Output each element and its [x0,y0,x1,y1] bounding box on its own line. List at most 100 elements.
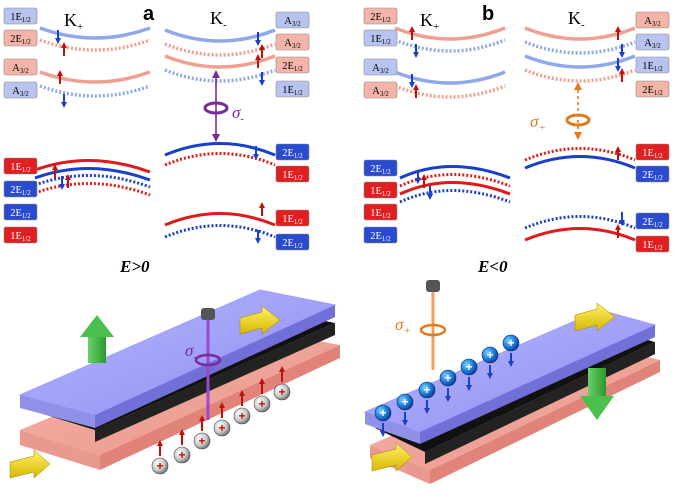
svg-text:+: + [218,421,225,435]
carrier-b-6: + [502,334,520,367]
yellow-arrow-icon-a2 [9,449,51,479]
hole-carriers-a: +++++++ [151,366,291,475]
green-arrow-up-icon [80,315,114,363]
label-b-right-box-3 [635,80,670,98]
band-b-right-4 [524,68,636,83]
label-b-left-box-2 [363,58,398,76]
sigma-label-a: σ- [232,103,244,125]
band-b-left-7 [399,181,511,196]
band-b-left-8 [399,189,511,204]
label-b-right-box-5 [635,165,670,183]
band-a-left-1 [39,26,151,40]
hole-carrier-a-5: + [253,378,271,413]
label-a-right-box-2 [275,56,310,74]
band-b-left-5 [399,165,511,180]
circular-polarization-icon-b [565,113,591,127]
label-a-right-box-4 [275,143,310,161]
band-b-right-2 [524,40,636,55]
label-a-left-box-0 [3,7,38,25]
svg-text:+: + [178,448,185,462]
band-b-right-5 [524,147,636,162]
svg-text:+: + [156,459,163,473]
band-a-left-3 [39,70,151,84]
panel-b-band-diagram: b K+ K- [394,3,636,276]
laser-source-icon-a [201,308,215,320]
panel-a-valley-kplus: K+ [64,10,83,33]
circular-polarization-device-icon-b [419,323,447,337]
svg-text:+: + [198,434,205,448]
panel-a-letter: a [143,3,155,25]
label-a-left-box-2 [3,58,38,76]
band-a-right-2 [164,42,276,57]
hole-carrier-a-1: + [173,429,191,464]
svg-text:+: + [486,348,493,362]
carrier-b-1: + [396,393,414,426]
band-a-left-5 [34,158,151,174]
condition-a: E>0 [119,257,150,276]
band-b-right-6 [524,155,636,170]
label-b-left-box-1 [363,29,398,47]
band-a-left-4 [39,84,151,98]
label-b-right-box-2 [635,56,670,74]
device-sigma-b: σ+ [395,315,411,337]
label-b-left-box-0 [363,7,398,25]
band-a-right-5 [164,142,276,157]
svg-text:+: + [238,409,245,423]
label-b-right-box-0 [635,11,670,29]
band-b-left-4 [394,84,506,99]
label-a-right-box-1 [275,33,310,51]
band-a-left-8 [34,181,151,197]
svg-text:+: + [258,397,265,411]
spin-arrows-b-left [409,26,433,200]
band-a-left-6 [34,166,151,182]
label-a-left-box-6 [3,203,38,221]
hole-carrier-a-3: + [213,402,231,437]
hole-carrier-a-4: + [233,390,251,425]
band-a-right-1 [164,28,276,43]
label-a-right-box-0 [275,11,310,29]
band-a-right-7 [164,212,276,227]
band-b-left-2 [394,38,506,53]
laser-source-icon-b [426,280,440,292]
label-b-right-box-7 [635,235,670,253]
carrier-b-4: + [460,358,478,391]
svg-text:+: + [444,371,451,385]
band-b-left-1 [394,26,506,41]
label-b-left-box-7 [363,226,398,244]
band-b-right-7 [524,215,636,230]
panel-b-letter: b [482,3,494,25]
label-b-right-box-6 [635,212,670,230]
label-a-left-box-1 [3,29,38,47]
svg-text:+: + [401,395,408,409]
label-b-left-box-3 [363,81,398,99]
band-a-left-7 [34,173,151,189]
hole-carrier-a-0: + [151,440,169,475]
carriers-b: +++++++ [374,334,520,437]
label-a-right-box-3 [275,80,310,98]
panel-a-band-diagram: a K+ K- [34,3,276,276]
yellow-arrow-icon-a1 [239,305,281,335]
label-a-left-box-5 [3,180,38,198]
hole-carrier-a-2: + [193,415,211,450]
band-a-left-2 [39,38,151,52]
spin-arrows-b-right [615,26,625,238]
label-b-left-box-5 [363,181,398,199]
label-a-left-box-4 [3,157,38,175]
band-a-right-6 [164,152,276,167]
panel-b-valley-kplus: K+ [420,10,439,33]
green-arrow-down-icon [580,368,614,420]
label-b-right-box-1 [635,33,670,51]
label-b-right-box-4 [635,143,670,161]
svg-text:+: + [379,406,386,420]
label-a-right-box-5 [275,165,310,183]
label-b-left-box-4 [363,159,398,177]
circular-polarization-icon-a [203,101,229,115]
label-a-right-box-6 [275,209,310,227]
label-a-left-box-3 [3,81,38,99]
label-a-left-box-7 [3,226,38,244]
carrier-b-3: + [439,369,457,402]
